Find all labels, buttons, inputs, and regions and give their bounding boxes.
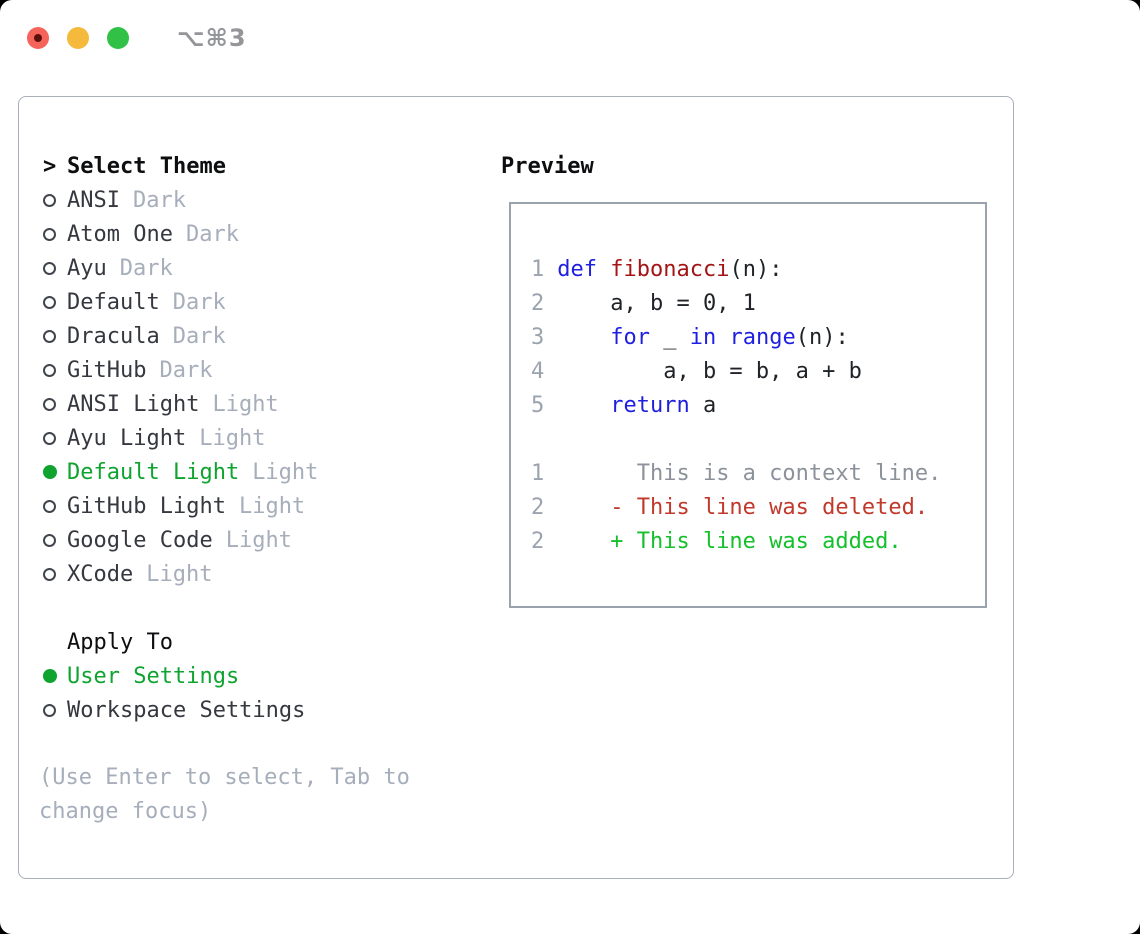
option-label: Atom One: [67, 221, 173, 247]
theme-variant-label: Light: [225, 527, 292, 553]
option-label: Default Light: [67, 459, 240, 485]
radio-icon: [43, 567, 67, 581]
option-label: User Settings: [67, 663, 240, 689]
preview-line: [531, 422, 985, 456]
theme-variant-label: Dark: [172, 323, 226, 349]
theme-variant-label: Light: [238, 493, 306, 519]
theme-variant-label: Dark: [132, 187, 186, 213]
radio-icon: [43, 397, 67, 411]
radio-icon: [43, 431, 67, 445]
option-label: GitHub Light: [67, 493, 226, 519]
radio-icon: [43, 499, 67, 513]
theme-item-ayu-light[interactable]: Ayu Light Light: [43, 421, 473, 455]
apply-to-option-workspace-settings[interactable]: Workspace Settings: [43, 693, 473, 727]
titlebar: ⌥⌘3: [27, 24, 247, 52]
line-number: 3: [531, 324, 545, 350]
option-label: Google Code: [67, 527, 213, 553]
preview-line: 1 This is a context line.: [531, 460, 942, 486]
theme-item-ansi[interactable]: ANSI Dark: [43, 183, 473, 217]
theme-list-title: Select Theme: [67, 153, 226, 179]
theme-item-github[interactable]: GitHub Dark: [43, 353, 473, 387]
theme-variant-label: Light: [252, 459, 319, 485]
selected-radio-icon: [43, 669, 67, 683]
radio-icon: [43, 363, 67, 377]
close-button[interactable]: [27, 27, 49, 49]
radio-icon: [43, 227, 67, 241]
option-label: Default: [67, 289, 160, 315]
option-label: XCode: [67, 561, 134, 587]
radio-icon: [43, 329, 67, 343]
preview-line: 5 return a: [531, 392, 717, 418]
prompt-caret: >: [43, 153, 57, 179]
theme-item-dracula[interactable]: Dracula Dark: [43, 319, 473, 353]
preview-line: 2 a, b = 0, 1: [531, 290, 756, 316]
theme-item-ansi-light[interactable]: ANSI Light Light: [43, 387, 473, 421]
window-shortcut-label: ⌥⌘3: [177, 24, 247, 52]
theme-item-github-light[interactable]: GitHub Light Light: [43, 489, 473, 523]
theme-item-ayu[interactable]: Ayu Dark: [43, 251, 473, 285]
option-label: GitHub: [67, 357, 147, 383]
apply-to-header: Apply To: [67, 629, 173, 655]
line-number: 2: [531, 494, 545, 520]
radio-icon: [43, 295, 67, 309]
minimize-button[interactable]: [67, 27, 89, 49]
theme-variant-label: Dark: [119, 255, 173, 281]
theme-variant-label: Dark: [185, 221, 239, 247]
option-label: ANSI Light: [67, 391, 200, 417]
theme-variant-label: Dark: [172, 289, 226, 315]
line-number: 1: [531, 256, 545, 282]
radio-icon: [43, 193, 67, 207]
radio-icon: [43, 703, 67, 717]
option-label: Ayu: [67, 255, 107, 281]
preview-line: 4 a, b = b, a + b: [531, 358, 862, 384]
theme-item-google-code[interactable]: Google Code Light: [43, 523, 473, 557]
line-number: 2: [531, 528, 545, 554]
preview-line: 2 - This line was deleted.: [531, 494, 929, 520]
theme-item-default[interactable]: Default Dark: [43, 285, 473, 319]
radio-icon: [43, 261, 67, 275]
theme-variant-label: Dark: [159, 357, 213, 383]
theme-list-header: > Select Theme: [43, 149, 473, 183]
theme-variant-label: Light: [199, 425, 266, 451]
theme-item-atom-one[interactable]: Atom One Dark: [43, 217, 473, 251]
line-number: 1: [531, 460, 545, 486]
theme-variant-label: Light: [212, 391, 279, 417]
line-number: 2: [531, 290, 545, 316]
preview-line: 3 for _ in range(n):: [531, 324, 849, 350]
maximize-button[interactable]: [107, 27, 129, 49]
line-number: 5: [531, 392, 545, 418]
option-label: Ayu Light: [67, 425, 187, 451]
help-text: (Use Enter to select, Tab to change focu…: [39, 765, 410, 824]
theme-item-xcode[interactable]: XCode Light: [43, 557, 473, 591]
option-label: Workspace Settings: [67, 697, 306, 723]
option-label: Dracula: [67, 323, 160, 349]
preview-title: Preview: [501, 153, 594, 179]
line-number: 4: [531, 358, 545, 384]
radio-icon: [43, 533, 67, 547]
selected-radio-icon: [43, 465, 67, 479]
theme-item-default-light[interactable]: Default Light Light: [43, 455, 473, 489]
option-label: ANSI: [67, 187, 120, 213]
preview-line: 2 + This line was added.: [531, 528, 902, 554]
theme-variant-label: Light: [146, 561, 213, 587]
apply-to-option-user-settings[interactable]: User Settings: [43, 659, 473, 693]
